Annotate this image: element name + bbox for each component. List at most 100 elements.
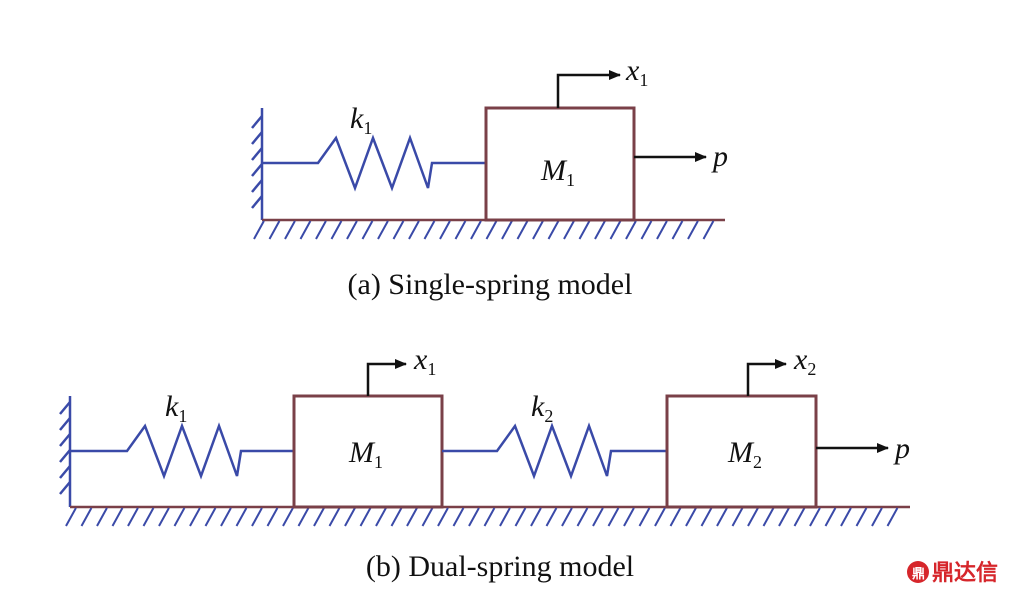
hatch-line [625, 220, 637, 240]
hatch-line [330, 220, 343, 240]
label-x1-b: x1 [413, 343, 436, 379]
label-p-a: p [711, 140, 728, 173]
label-x2-b: x2 [793, 343, 816, 379]
spring-k1-b [70, 422, 294, 480]
hatch-line [253, 220, 265, 240]
hatch-line [607, 507, 620, 527]
hatch-line [406, 507, 418, 527]
hatch-line [282, 507, 294, 527]
hatch-line [408, 220, 420, 240]
hatch-line [470, 220, 482, 240]
hatch-line [871, 507, 883, 527]
label-m1-b: M1 [348, 436, 383, 472]
hatch-line [824, 507, 837, 527]
hatch-line [328, 507, 341, 527]
hatch-line [437, 507, 449, 527]
hatch-line [532, 220, 544, 240]
watermark-text: 鼎达信 [932, 560, 998, 586]
dual-spring-model: k1 M1 x1 k2 M2 x2 p [59, 343, 910, 527]
hatch-line [421, 507, 434, 527]
hatch-line [716, 507, 728, 527]
label-k1-a: k1 [350, 102, 372, 138]
hatch-line [483, 507, 496, 527]
hatch-line [563, 220, 575, 240]
hatch-line [96, 507, 108, 527]
hatch-line [671, 220, 684, 240]
hatch-line [468, 507, 480, 527]
hatch-line [545, 507, 558, 527]
hatch-line [640, 220, 653, 240]
hatch-line [266, 507, 279, 527]
hatch-line [778, 507, 790, 527]
hatch-line [623, 507, 635, 527]
hatch-line [561, 507, 573, 527]
label-k1-b: k1 [165, 390, 187, 426]
hatch-line [359, 507, 372, 527]
hatch-line [609, 220, 622, 240]
hatch-line [127, 507, 139, 527]
hatch-line [762, 507, 775, 527]
hatch-line [656, 220, 668, 240]
spring-k2-b [442, 422, 667, 480]
hatch-line [687, 220, 699, 240]
hatch-line [142, 507, 155, 527]
hatch-line [297, 507, 310, 527]
hatch-line [654, 507, 666, 527]
hatch-line [268, 220, 281, 240]
hatch-line [547, 220, 560, 240]
single-spring-model: k1 M1 x1 p [251, 54, 728, 240]
hatch-line [173, 507, 186, 527]
hatch-line [361, 220, 374, 240]
hatch-line [220, 507, 232, 527]
hatch-line [65, 507, 77, 527]
hatch-line [594, 220, 606, 240]
label-p-b: p [893, 432, 910, 465]
hatch-line [315, 220, 327, 240]
watermark-logo: 鼎 鼎达信 [907, 560, 998, 586]
hatch-line [299, 220, 312, 240]
hatch-line [886, 507, 899, 527]
hatch-line [111, 507, 124, 527]
hatch-line [840, 507, 852, 527]
hatch-line [592, 507, 604, 527]
hatch-line [700, 507, 713, 527]
hatch-line [809, 507, 821, 527]
displacement-arrow-x2-b [746, 359, 787, 396]
hatch-line [251, 507, 263, 527]
hatch-line [377, 220, 389, 240]
hatch-line [702, 220, 715, 240]
hatch-line [392, 220, 405, 240]
hatch-line [530, 507, 542, 527]
hatch-line [578, 220, 591, 240]
hatch-line [284, 220, 296, 240]
hatch-line [346, 220, 358, 240]
hatch-line [189, 507, 201, 527]
hatch-line [454, 220, 467, 240]
svg-text:鼎: 鼎 [912, 567, 925, 582]
hatch-line [499, 507, 511, 527]
hatch-line [452, 507, 465, 527]
caption-b: (b) Dual-spring model [366, 550, 634, 583]
hatch-line [855, 507, 868, 527]
hatch-line [669, 507, 682, 527]
label-m1-a: M1 [540, 154, 575, 190]
hatch-line [485, 220, 498, 240]
hatch-line [514, 507, 527, 527]
label-m2-b: M2 [727, 436, 762, 472]
ground-hatch-a [253, 220, 715, 240]
hatch-line [793, 507, 806, 527]
hatch-line [576, 507, 589, 527]
hatch-line [638, 507, 651, 527]
wall-b [59, 396, 72, 507]
spring-k1-a [262, 134, 486, 192]
hatch-line [235, 507, 248, 527]
displacement-arrow-x1-a [556, 70, 621, 108]
hatch-line [423, 220, 436, 240]
hatch-line [204, 507, 217, 527]
hatch-line [344, 507, 356, 527]
hatch-line [375, 507, 387, 527]
hatch-line [80, 507, 93, 527]
hatch-line [390, 507, 403, 527]
